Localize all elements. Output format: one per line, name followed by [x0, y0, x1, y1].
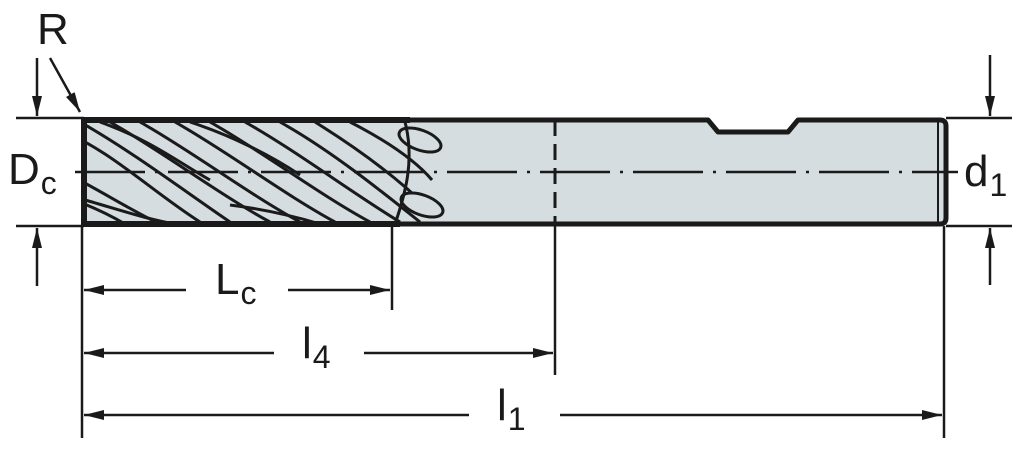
extension-lines	[16, 116, 1012, 438]
label-l1-main: l	[497, 381, 507, 430]
label-dc: Dc	[8, 145, 57, 200]
label-d1: d1	[964, 147, 1007, 202]
label-r-main: R	[37, 5, 69, 54]
label-l4: l4	[302, 319, 331, 374]
label-dc-main: D	[8, 145, 40, 194]
label-l1-sub: 1	[507, 401, 526, 437]
label-dc-sub: c	[40, 165, 57, 201]
label-d1-sub: 1	[989, 167, 1008, 203]
label-lc: Lc	[215, 255, 256, 310]
label-l4-main: l	[302, 319, 312, 368]
label-lc-sub: c	[240, 275, 257, 311]
r-leader-arrow	[48, 57, 82, 113]
label-lc-main: L	[215, 255, 240, 304]
label-d1-main: d	[964, 147, 989, 196]
flute-tips	[393, 121, 445, 225]
label-l1: l1	[497, 381, 526, 436]
label-l4-sub: 4	[312, 339, 331, 375]
label-r: R	[37, 8, 69, 52]
